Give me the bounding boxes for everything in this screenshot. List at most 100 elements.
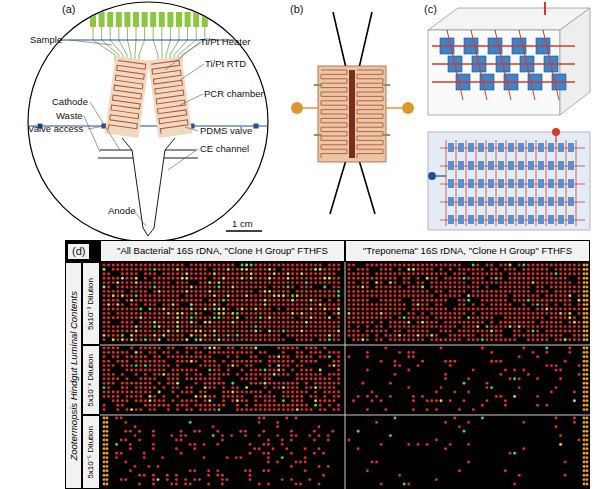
spot (213, 286, 216, 289)
spot (527, 308, 530, 311)
spot (130, 294, 133, 297)
spot (384, 334, 387, 337)
spot (277, 264, 280, 267)
spot (352, 264, 355, 267)
spot (499, 277, 502, 280)
spot (259, 351, 262, 354)
spot (444, 264, 447, 267)
spot (550, 316, 553, 319)
spot (241, 290, 244, 293)
spot (407, 316, 410, 319)
spot (389, 312, 392, 315)
spot (158, 369, 161, 372)
spot (310, 338, 313, 341)
spot (412, 312, 415, 315)
spot (218, 325, 221, 328)
spot (398, 268, 401, 271)
spot (204, 364, 207, 367)
spot (568, 316, 571, 319)
spot (277, 347, 280, 350)
spot (218, 377, 221, 380)
spot (296, 364, 299, 367)
spot (545, 312, 548, 315)
spot (282, 303, 285, 306)
spot (559, 290, 562, 293)
spot (314, 308, 317, 311)
spot (103, 308, 106, 311)
spot (195, 294, 198, 297)
spot (440, 338, 443, 341)
spot (126, 369, 129, 372)
spot (241, 303, 244, 306)
spot (176, 321, 179, 324)
spot (417, 308, 420, 311)
spot (499, 330, 502, 333)
spot (490, 303, 493, 306)
spot (231, 347, 234, 350)
spot (241, 338, 244, 341)
spot (273, 290, 276, 293)
spot (236, 360, 239, 363)
spot (135, 312, 138, 315)
spot (398, 272, 401, 275)
spot (107, 312, 110, 315)
spot (407, 272, 410, 275)
spot (366, 321, 369, 324)
spot (578, 272, 581, 275)
spot (348, 308, 351, 311)
spot (144, 364, 147, 367)
spot (139, 290, 142, 293)
spot (578, 268, 581, 271)
spot (495, 312, 498, 315)
spot (185, 286, 188, 289)
spot (403, 303, 406, 306)
spot (300, 294, 303, 297)
spot (107, 264, 110, 267)
spot (389, 264, 392, 267)
spot (555, 308, 558, 311)
spot (291, 321, 294, 324)
spot (481, 294, 484, 297)
spot (541, 268, 544, 271)
spot (389, 286, 392, 289)
spot (573, 264, 576, 267)
spot (305, 308, 308, 311)
spot (287, 312, 290, 315)
spot (103, 325, 106, 328)
spot (167, 294, 170, 297)
spot (241, 325, 244, 328)
spot (135, 355, 138, 358)
spot (403, 325, 406, 328)
spot (323, 312, 326, 315)
spot (121, 373, 124, 376)
spot (236, 321, 239, 324)
spot (458, 277, 461, 280)
spot (421, 299, 424, 302)
spot (259, 338, 262, 341)
spot (254, 347, 257, 350)
spot (573, 321, 576, 324)
spot (555, 299, 558, 302)
spot (564, 294, 567, 297)
spot (536, 290, 539, 293)
spot (135, 369, 138, 372)
spot (449, 321, 452, 324)
spot (430, 334, 433, 337)
spot (236, 355, 239, 358)
spot (144, 264, 147, 267)
spot (185, 369, 188, 372)
spot (241, 351, 244, 354)
spot (361, 277, 364, 280)
spot (149, 325, 152, 328)
spot (139, 334, 142, 337)
spot (518, 308, 521, 311)
spot (167, 303, 170, 306)
spot (204, 316, 207, 319)
spot (167, 382, 170, 385)
spot (162, 294, 165, 297)
spot (277, 369, 280, 372)
spot (319, 330, 322, 333)
spot (421, 272, 424, 275)
spot (545, 277, 548, 280)
spot (545, 321, 548, 324)
